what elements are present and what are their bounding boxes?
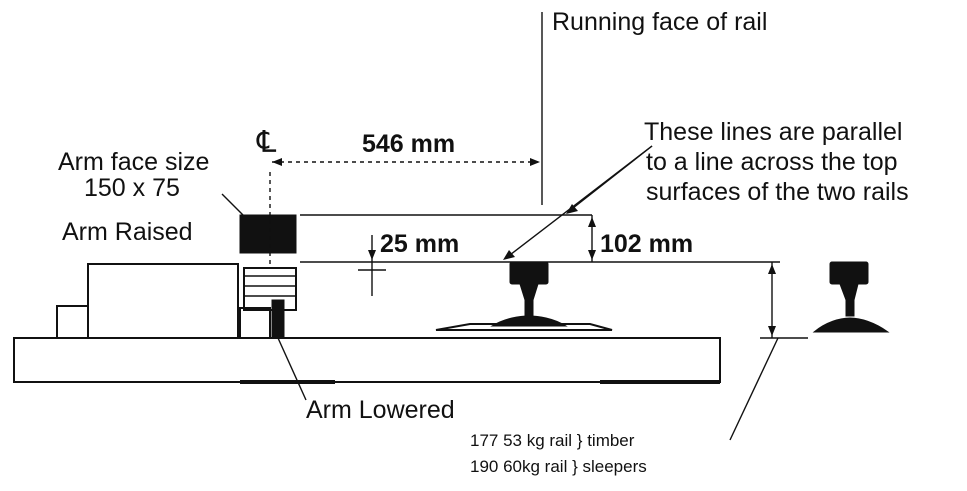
dim-102-label: 102 mm: [600, 230, 693, 258]
dim-102-arrow-bottom: [588, 250, 596, 260]
dim-546-arrow-right: [530, 158, 540, 166]
equipment-cabinet: [87, 263, 239, 339]
rail-baseplate: [435, 323, 613, 331]
arm-face-size-line2: 150 x 75: [84, 174, 180, 202]
parallel-note-line3: surfaces of the two rails: [646, 178, 909, 206]
parallel-note-line1: These lines are parallel: [644, 118, 902, 146]
rail-1-head: [509, 261, 549, 285]
leader-arrow-lower: [505, 145, 653, 259]
arm-raised-face: [239, 214, 297, 254]
rail-1-web: [519, 283, 539, 317]
rail-height-arrow-top: [768, 264, 776, 274]
rail-2-web: [839, 283, 859, 317]
centerline-symbol: ℄: [256, 125, 277, 160]
arm-lowered-bracket: [239, 307, 271, 339]
arm-face-size-line1: Arm face size: [58, 148, 209, 176]
dim-102-arrow-top: [588, 217, 596, 227]
rail-2-head: [829, 261, 869, 285]
arm-lowered-post: [271, 299, 285, 339]
dim-25-label: 25 mm: [380, 230, 459, 258]
leader-arrow-lower-head: [503, 250, 515, 260]
leader-arrow-upper-head: [566, 204, 578, 214]
rail-height-arrow-bottom: [768, 326, 776, 336]
note-leader: [729, 337, 779, 441]
running-face-label: Running face of rail: [552, 8, 767, 36]
sleeper-note-line2: 190 60kg rail } sleepers: [470, 457, 647, 476]
dim-25-arrow: [368, 250, 376, 260]
arm-lowered-label: Arm Lowered: [306, 396, 455, 424]
rail-2-foot: [812, 317, 890, 333]
sleeper-note-line1: 177 53 kg rail } timber: [470, 431, 635, 450]
arm-raised-label: Arm Raised: [62, 218, 193, 246]
dim-546-label: 546 mm: [362, 130, 455, 158]
parallel-note-line2: to a line across the top: [646, 148, 898, 176]
arm-face-leader: [221, 193, 245, 217]
base-slab: [13, 337, 721, 383]
equipment-small-box: [56, 305, 89, 339]
dim-546-arrow-left: [272, 158, 282, 166]
arm-lowered-leader: [277, 337, 307, 401]
arm-mechanism-housing: [243, 267, 297, 311]
